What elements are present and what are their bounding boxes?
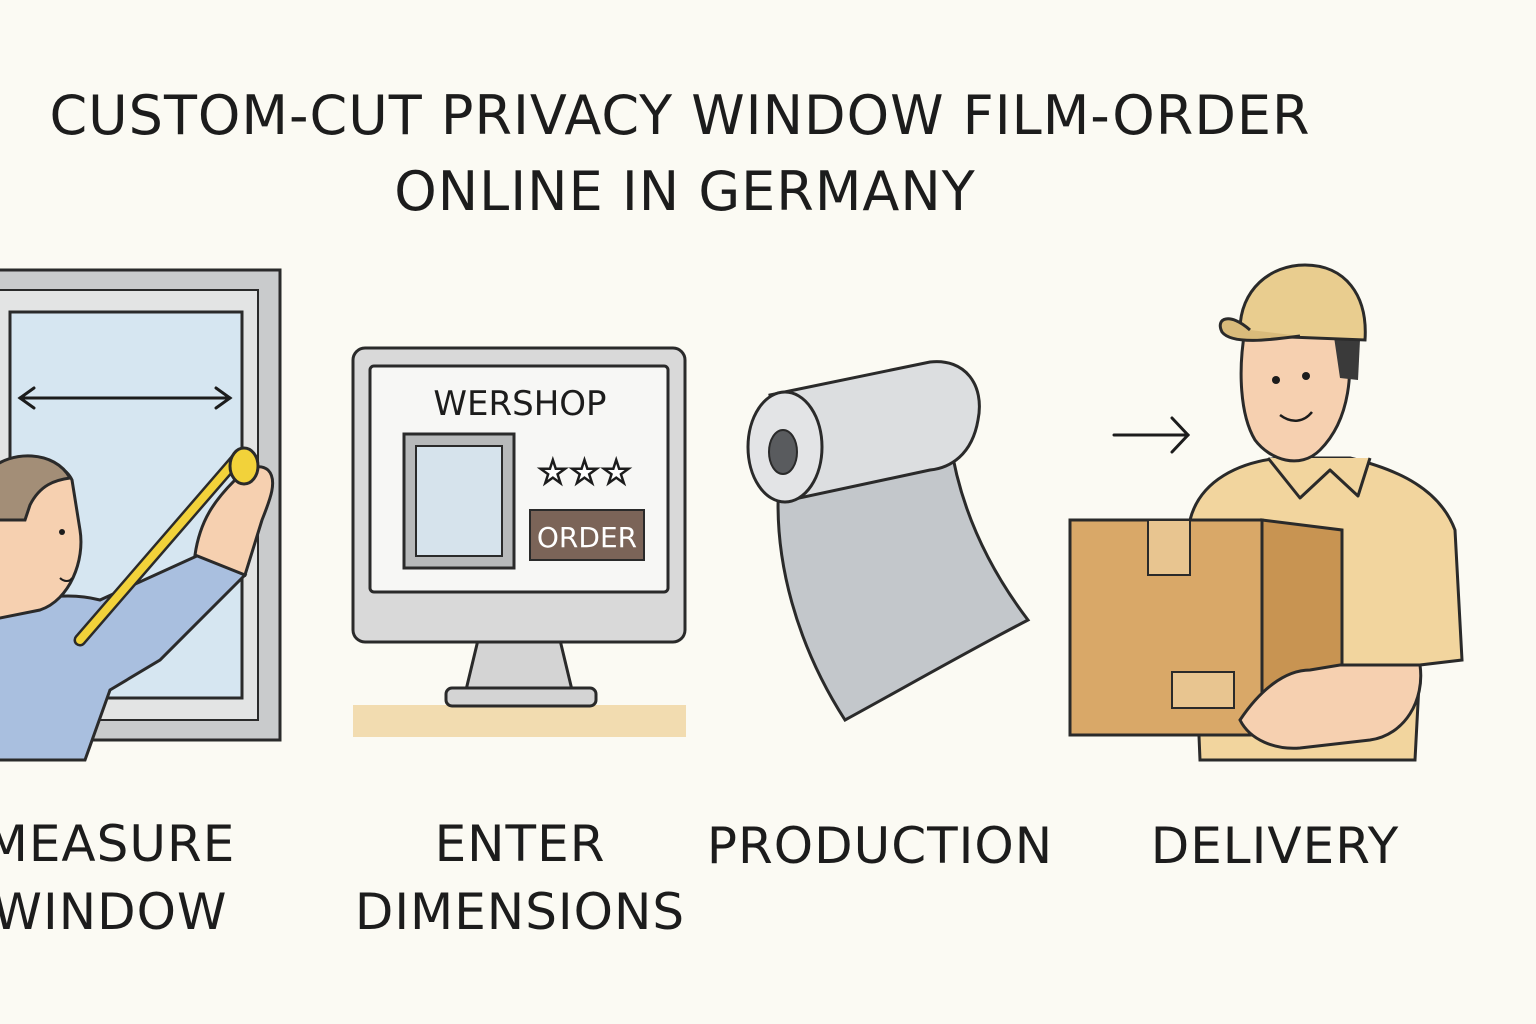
person-mouth xyxy=(59,577,73,582)
courier-face xyxy=(1239,323,1352,463)
courier-eye-left xyxy=(1272,376,1280,384)
monitor-stand xyxy=(444,686,598,708)
courier-cap xyxy=(1238,263,1367,342)
step-label-enter: ENTER DIMENSIONS xyxy=(354,815,686,941)
order-button-label: ORDER xyxy=(537,521,637,554)
step-label-measure: MEASURE WINDOW xyxy=(0,815,236,941)
person-hair xyxy=(0,454,73,522)
monitor-neck xyxy=(464,638,574,692)
measuring-tape-icon xyxy=(76,451,244,644)
tape-case xyxy=(228,446,260,486)
courier-hair xyxy=(1333,330,1360,380)
rating-stars-icon: ★★★ xyxy=(538,453,633,491)
courier-hand xyxy=(1238,663,1423,750)
film-roll-body xyxy=(768,360,981,502)
desk xyxy=(353,705,686,737)
order-button[interactable] xyxy=(529,509,645,561)
courier-smile xyxy=(1279,411,1313,422)
page-title: CUSTOM-CUT PRIVACY WINDOW FILM-ORDER ONL… xyxy=(0,78,1360,230)
film-roll-icon xyxy=(768,429,798,475)
box-tape xyxy=(1147,519,1191,576)
title-line-2: ONLINE IN GERMANY xyxy=(394,160,976,223)
title-line-1: CUSTOM-CUT PRIVACY WINDOW FILM-ORDER xyxy=(49,84,1311,147)
arrow-right-icon xyxy=(1112,416,1191,454)
box-label xyxy=(1171,671,1235,709)
step-label-delivery: DELIVERY xyxy=(1150,817,1400,875)
courier-collar xyxy=(1266,457,1372,500)
width-arrow-icon xyxy=(17,386,233,410)
step-label-production: PRODUCTION xyxy=(706,817,1054,875)
delivery-illustration xyxy=(1068,263,1464,762)
monitor-illustration: WERSHOP ★★★ ORDER xyxy=(351,346,687,737)
courier-eye-right xyxy=(1302,372,1310,380)
film-roll-illustration xyxy=(746,360,1031,722)
measure-window-illustration xyxy=(0,268,282,762)
person-eye xyxy=(59,529,65,535)
courier-cap-brim xyxy=(1218,317,1301,342)
product-thumbnail xyxy=(415,445,503,557)
webshop-name: WERSHOP xyxy=(433,384,606,424)
film-sheet xyxy=(776,438,1031,722)
